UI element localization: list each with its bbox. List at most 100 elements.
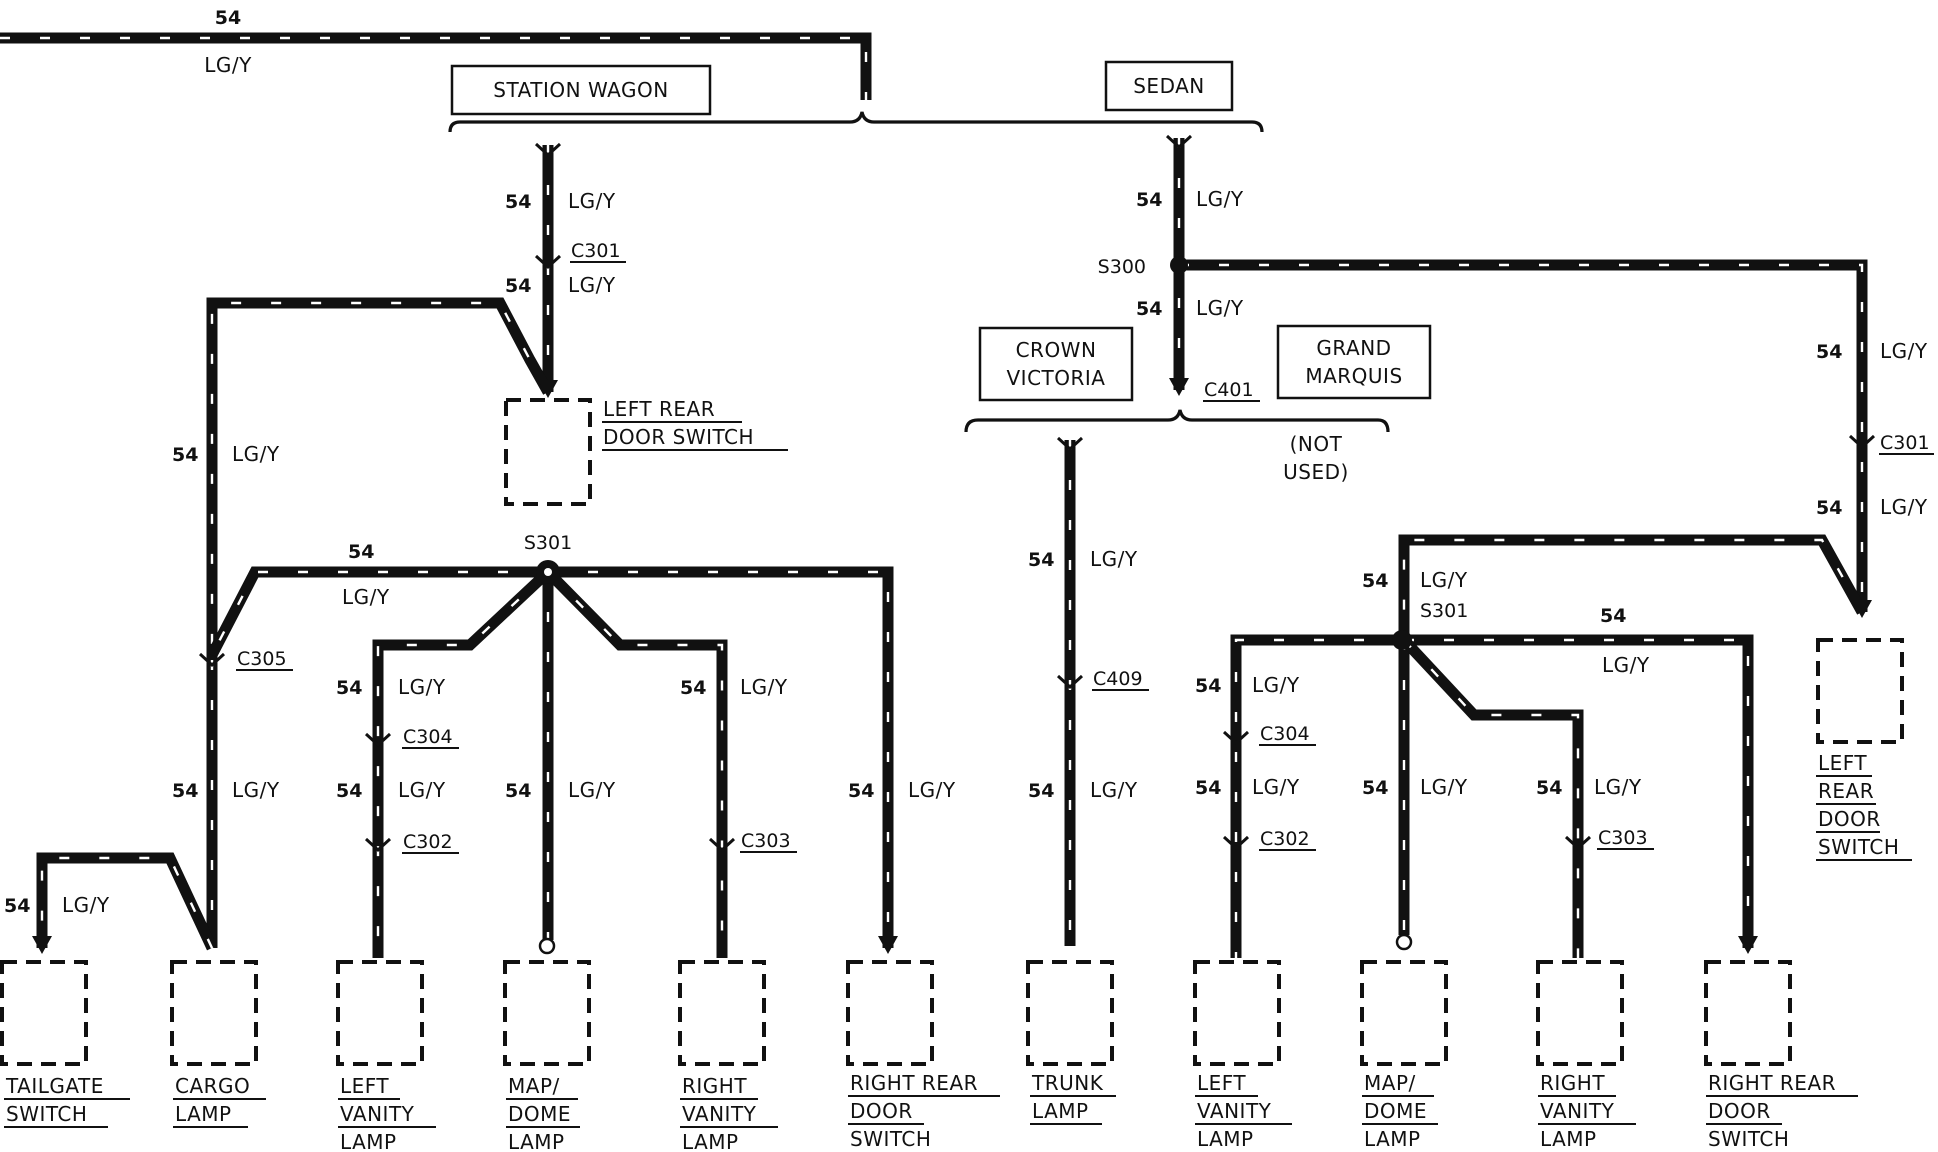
wire-arrowhead-5	[1852, 600, 1872, 618]
wire-color-label-sedan-s301: LG/Y	[1420, 568, 1468, 592]
wire-circuit-label-srv: 54	[1536, 777, 1562, 799]
wire-arrowhead-1	[878, 936, 898, 954]
connector-chevron-c301-wagon	[534, 254, 562, 270]
connector-chevron-brace-trunk	[1056, 436, 1084, 452]
wire-color-label-s300-right: LG/Y	[1880, 339, 1928, 363]
crown-victoria-label-1: CROWN	[1016, 338, 1097, 362]
connector-c305: C305	[237, 648, 287, 670]
wire-s301-left-vanity	[372, 567, 552, 958]
trunk-lamp-label-2: LAMP	[1032, 1099, 1089, 1123]
wiring	[0, 32, 1872, 958]
left-vanity-lamp-sedan-label-3: LAMP	[1197, 1127, 1254, 1151]
right-rear-door-switch-wagon-label-1: RIGHT REAR	[850, 1071, 978, 1095]
trunk-lamp	[1026, 960, 1114, 1066]
wire-color-label-dome: LG/Y	[568, 778, 616, 802]
wire-color-label-sedan-s301-right: LG/Y	[1602, 653, 1650, 677]
wire-sedan-right-vanity-stripe	[1403, 639, 1580, 958]
left-rear-door-switch-sedan-label-4: SWITCH	[1818, 835, 1899, 859]
left-rear-door-switch-wagon-label-1: LEFT REAR	[603, 397, 715, 421]
right-rear-door-switch-sedan-label-3: SWITCH	[1708, 1127, 1789, 1151]
not-used-label-2: USED)	[1283, 460, 1349, 484]
right-rear-door-switch-wagon-label-3: SWITCH	[850, 1127, 931, 1151]
wire-circuit-label-sedan-mid: 54	[1136, 298, 1162, 320]
left-rear-door-switch-sedan-label-2: REAR	[1818, 779, 1874, 803]
right-vanity-lamp-wagon-label-2: VANITY	[682, 1102, 757, 1126]
right-rear-door-switch-sedan	[1704, 960, 1792, 1066]
wire-color-label-s301-left: LG/Y	[342, 585, 390, 609]
splice-s301-wagon-dot-center	[544, 568, 552, 576]
grand-marquis-box	[1276, 324, 1432, 400]
sedan-variant-brace	[964, 409, 1390, 433]
map-dome-lamp-wagon-label-2: DOME	[508, 1102, 571, 1126]
tailgate-switch	[0, 960, 88, 1066]
wire-circuit-label-lv-lower: 54	[336, 780, 362, 802]
grand-marquis-label-2: MARQUIS	[1305, 364, 1402, 388]
wire-circuit-label-dome: 54	[505, 780, 531, 802]
wire-color-label-trunk-upper: LG/Y	[1090, 547, 1138, 571]
wire-circuit-label-sdome: 54	[1362, 777, 1388, 799]
left-vanity-lamp-wagon	[336, 960, 424, 1066]
connector-chevron-brace-wagon	[534, 142, 562, 158]
wire-circuit-label-rv-upper: 54	[680, 677, 706, 699]
map-dome-lamp-wagon-label-1: MAP/	[508, 1074, 560, 1098]
wire-sedan-s301-left	[1398, 534, 1867, 640]
wire-circuit-label-s300-right: 54	[1816, 341, 1842, 363]
left-vanity-lamp-wagon-label-1: LEFT	[340, 1074, 389, 1098]
splice-s300-dot	[1170, 256, 1188, 274]
wire-s300-right	[1179, 259, 1868, 612]
wire-color-label-sdome: LG/Y	[1420, 775, 1468, 799]
wire-sedan-s301-left-stripe	[1402, 538, 1864, 640]
wire-circuit-label-slv-upper: 54	[1195, 675, 1221, 697]
connector-c303-sedan: C303	[1598, 827, 1648, 849]
cargo-lamp-label-2: LAMP	[175, 1102, 232, 1126]
components: LEFT REAR DOOR SWITCH TAILGATE SWITCH CA…	[0, 397, 1912, 1152]
tailgate-switch-label-1: TAILGATE	[5, 1074, 104, 1098]
connector-chevron-c409	[1056, 674, 1084, 690]
dome-lamp-terminal-sedan	[1395, 933, 1413, 951]
wire-arrowhead-2	[1738, 936, 1758, 954]
wire-s301-left	[207, 566, 548, 658]
wire-sedan-right-vanity	[1399, 636, 1584, 958]
left-vanity-lamp-wagon-label-3: LAMP	[340, 1130, 397, 1152]
crown-victoria-label-2: VICTORIA	[1007, 366, 1106, 390]
wire-color-label-sedan-mid: LG/Y	[1196, 296, 1244, 320]
connector-c401: C401	[1204, 379, 1254, 401]
cargo-lamp-label-1: CARGO	[175, 1074, 250, 1098]
wire-sedan-s301-right-door	[1404, 634, 1754, 948]
wire-tailgate-branch-stripe	[40, 856, 214, 949]
wire-color-label-wagon-mid: LG/Y	[568, 273, 616, 297]
left-vanity-lamp-sedan-label-1: LEFT	[1197, 1071, 1246, 1095]
wire-sedan-left-vanity-stripe	[1234, 638, 1404, 958]
wire-circuit-label-wagon-mid: 54	[505, 275, 531, 297]
cargo-lamp	[170, 960, 258, 1066]
wire-color-label-top: LG/Y	[204, 53, 252, 77]
dome-lamp-terminal-wagon	[538, 937, 556, 955]
wire-color-label-srv: LG/Y	[1594, 775, 1642, 799]
connector-c301-wagon: C301	[571, 240, 621, 262]
wire-arrowhead-0	[32, 936, 52, 954]
crown-victoria-box	[978, 326, 1134, 402]
map-dome-lamp-sedan	[1360, 960, 1448, 1066]
station-wagon-box	[450, 64, 712, 116]
wire-circuit-label-top: 54	[215, 7, 241, 29]
left-vanity-lamp-sedan-label-2: VANITY	[1197, 1099, 1272, 1123]
map-dome-lamp-sedan-label-2: DOME	[1364, 1099, 1427, 1123]
wire-color-label-slv-upper: LG/Y	[1252, 673, 1300, 697]
station-wagon-label: STATION WAGON	[493, 78, 668, 102]
wire-circuit-label-tailgate: 54	[4, 895, 30, 917]
wire-color-label-sedan-upper: LG/Y	[1196, 187, 1244, 211]
right-vanity-lamp-sedan	[1536, 960, 1624, 1066]
left-vanity-lamp-sedan	[1193, 960, 1281, 1066]
trunk-lamp-label-1: TRUNK	[1031, 1071, 1104, 1095]
connector-c304-sedan: C304	[1260, 723, 1310, 745]
tailgate-switch-label-2: SWITCH	[6, 1102, 87, 1126]
wire-wagon-cargo-branch	[206, 297, 553, 660]
splice-s300-label: S300	[1098, 256, 1146, 278]
wire-circuit-label-cargo-upper: 54	[172, 444, 198, 466]
left-rear-door-switch-wagon-label-2: DOOR SWITCH	[603, 425, 754, 449]
grand-marquis-label-1: GRAND	[1316, 336, 1391, 360]
sedan-label: SEDAN	[1133, 74, 1205, 98]
wire-circuit-label-sedan-s301-right: 54	[1600, 605, 1626, 627]
